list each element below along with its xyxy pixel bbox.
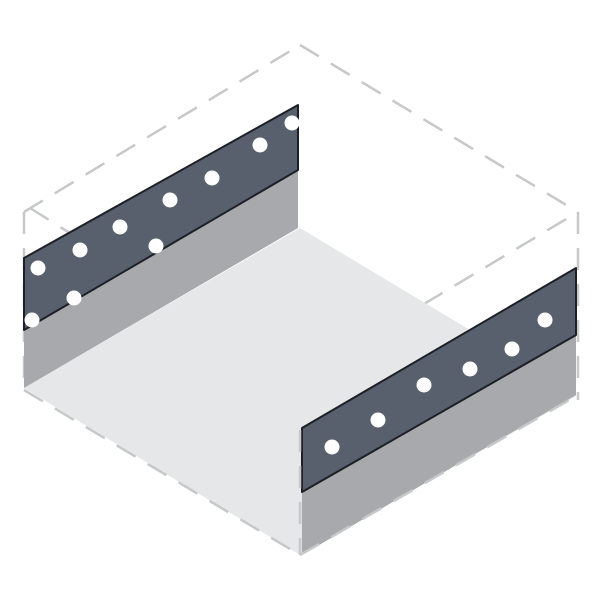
perforation-hole <box>462 361 478 377</box>
dashed-edge-top-left <box>23 43 301 214</box>
perforation-hole <box>204 170 220 186</box>
perforation-hole <box>324 439 340 455</box>
right-band-holes <box>324 312 553 455</box>
right-wall-face <box>302 335 576 555</box>
left-band-holes <box>24 115 300 328</box>
perforation-hole <box>284 115 300 131</box>
perforation-hole <box>30 260 46 276</box>
perforation-hole <box>252 137 268 153</box>
perforation-hole <box>24 312 40 328</box>
perforation-hole <box>148 238 164 254</box>
dashed-edge-top-right <box>299 43 579 214</box>
perforation-hole <box>162 192 178 208</box>
perforation-hole <box>416 377 432 393</box>
left-perforated-band <box>23 104 299 331</box>
perforation-hole <box>537 312 553 328</box>
perforation-hole <box>370 412 386 428</box>
dashed-outline-front <box>23 388 579 557</box>
perforation-hole <box>72 242 88 258</box>
dashed-edge-front-right <box>299 393 579 557</box>
left-wall-face <box>24 170 298 388</box>
perforation-hole <box>112 219 128 235</box>
perforation-hole <box>504 341 520 357</box>
right-perforated-band <box>301 267 577 493</box>
perforation-hole <box>66 290 82 306</box>
dashed-edge-front-left <box>23 388 301 557</box>
